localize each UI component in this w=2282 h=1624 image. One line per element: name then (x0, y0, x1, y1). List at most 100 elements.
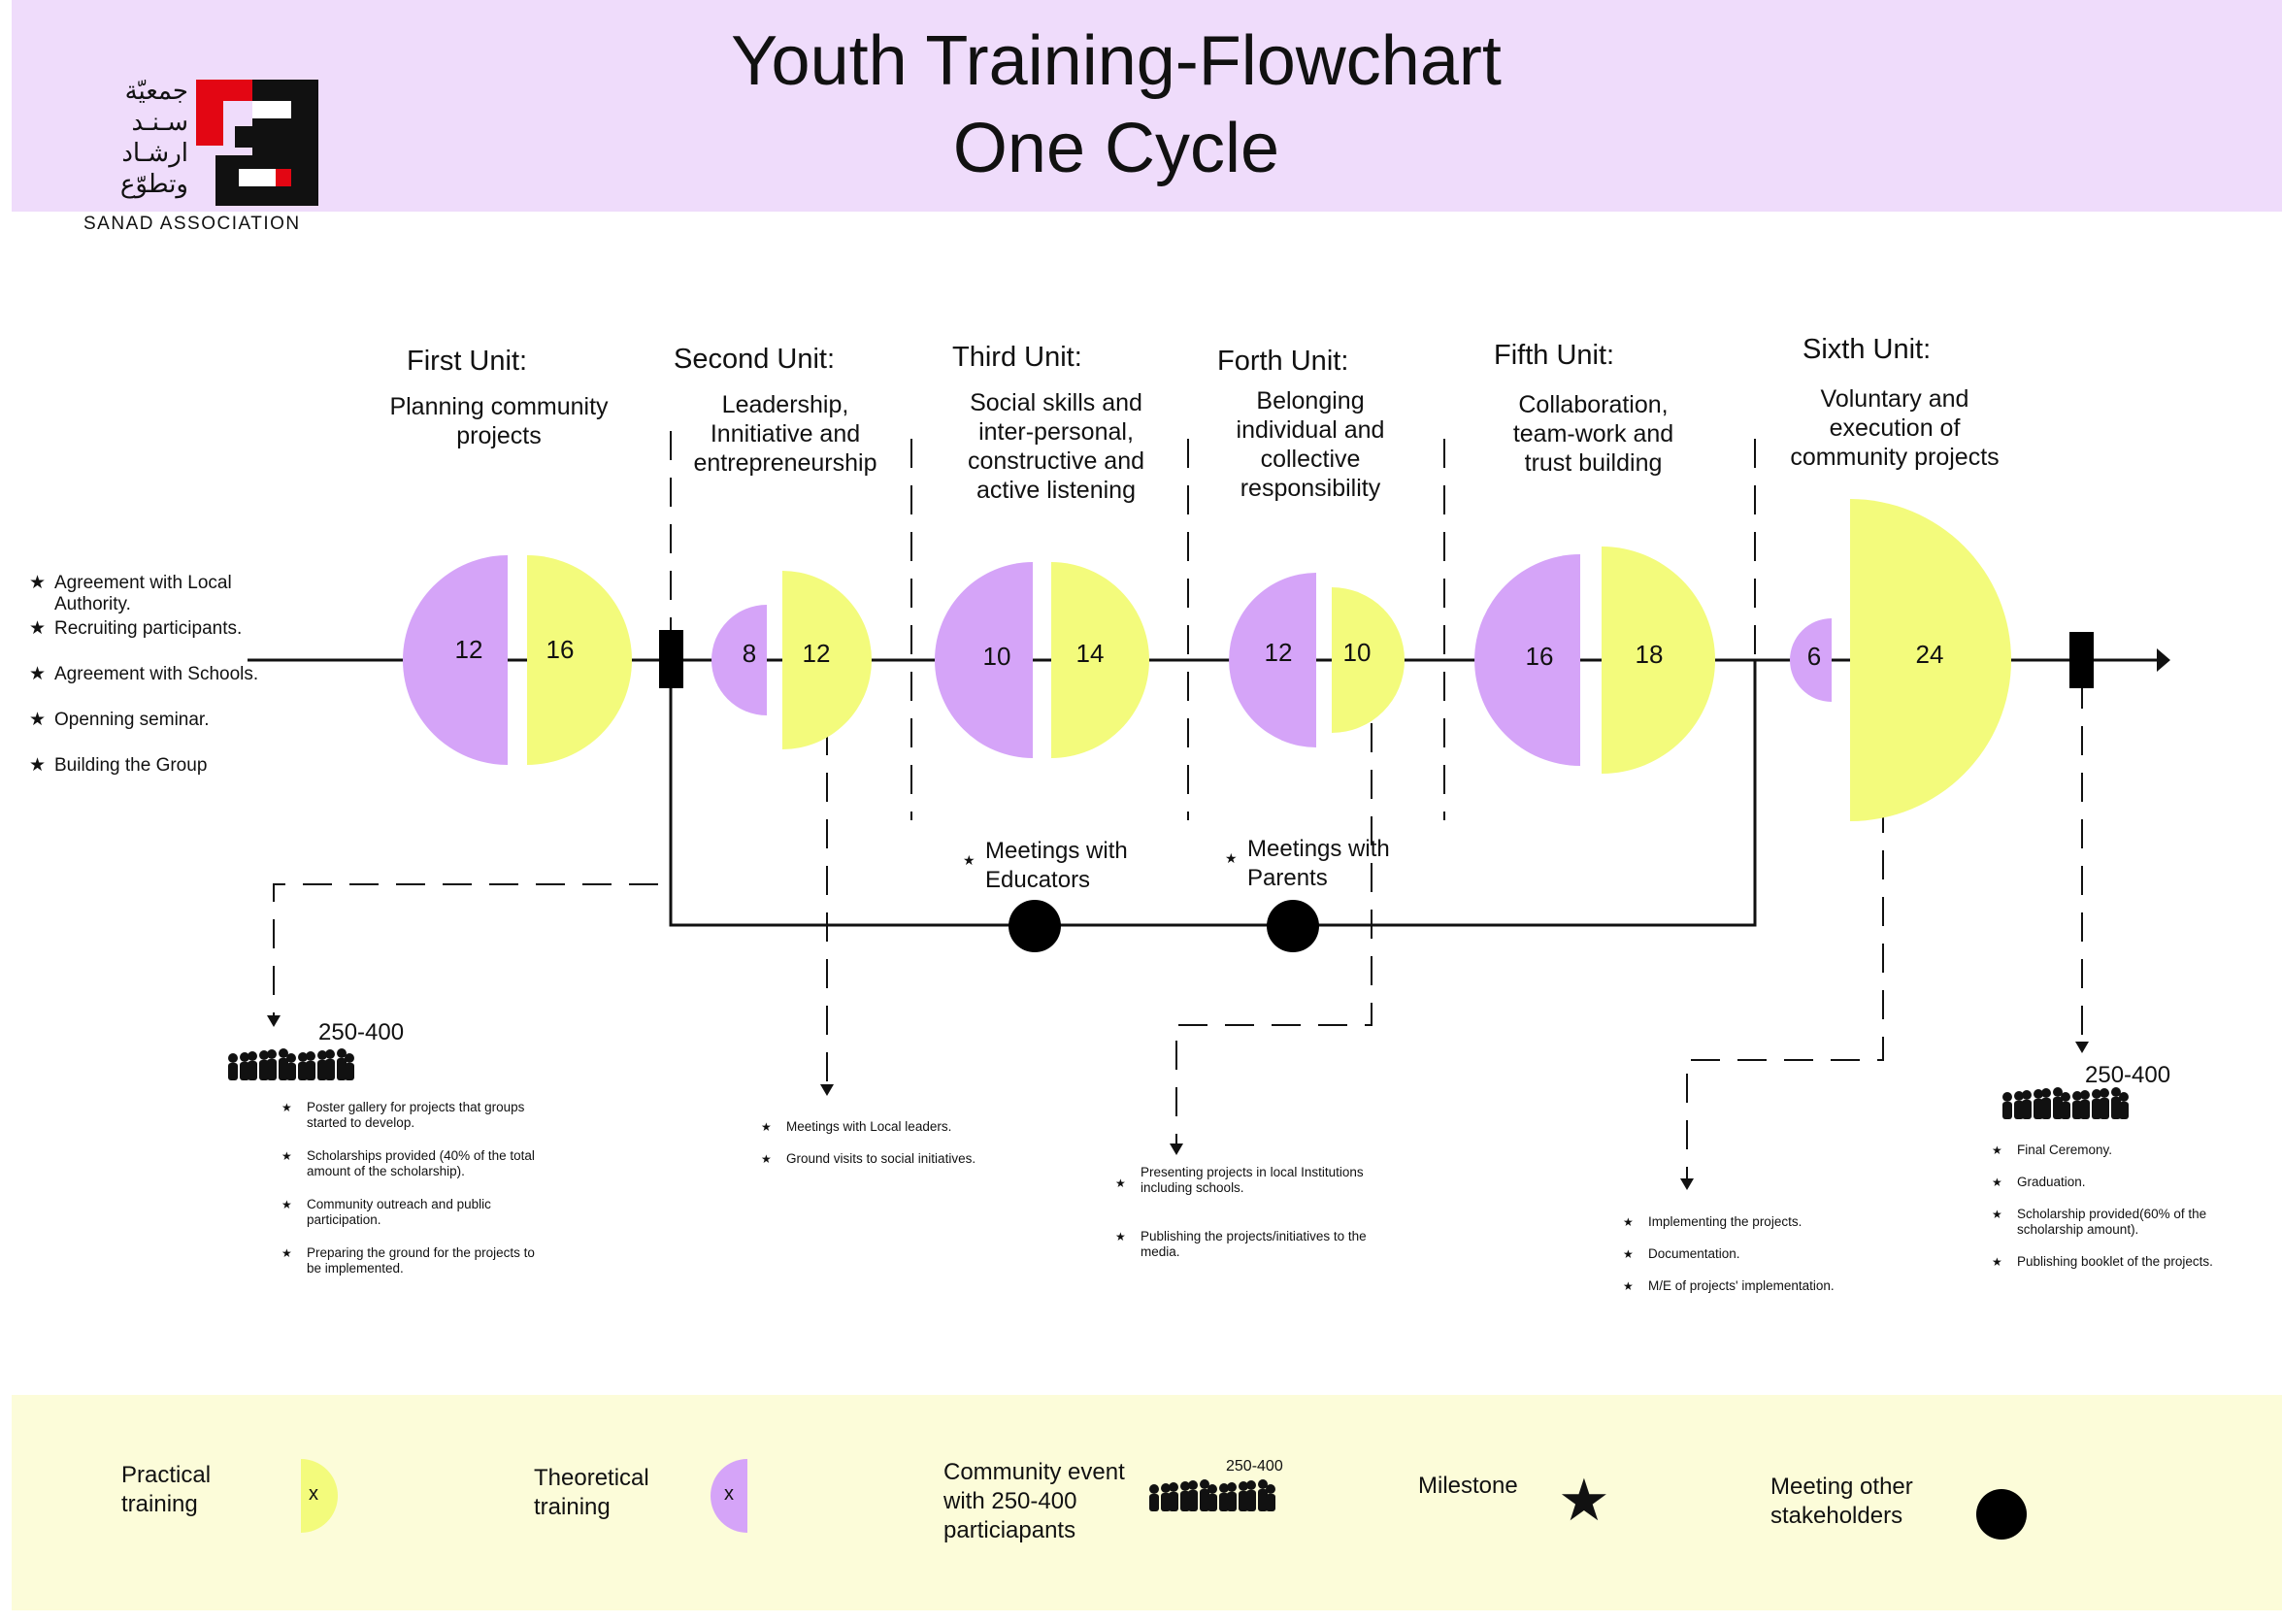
person-icon (2041, 1088, 2051, 1098)
person-icon (1239, 1491, 1248, 1511)
unit-1-theoretical-half (403, 555, 508, 765)
star-icon: ★ (281, 1101, 292, 1114)
unit-5-subtitle: Collaboration, team-work and trust build… (1512, 391, 1674, 477)
person-icon (1239, 1481, 1248, 1491)
legend-theoretical-label: Theoretical training (534, 1465, 649, 1520)
person-icon (240, 1052, 249, 1062)
person-icon (228, 1053, 238, 1063)
unit-2-theoretical-hours: 8 (742, 639, 757, 668)
star-icon: ★ (761, 1152, 772, 1166)
person-icon (306, 1061, 315, 1080)
star-icon: ★ (1992, 1176, 2002, 1189)
list-item: ★Final Ceremony. (1992, 1143, 2113, 1157)
unit-6-subtitle: Voluntary and execution of community pro… (1790, 385, 2000, 471)
unit-1-subtitle: Planning community projects (389, 393, 609, 449)
person-icon (286, 1063, 296, 1080)
final-outcome-list: ★Final Ceremony. ★Graduation. ★Scholarsh… (1992, 1143, 2225, 1270)
meeting-parents-dot-icon (1267, 900, 1319, 952)
list-item: ★Documentation. (1623, 1246, 1740, 1261)
legend-milestone-label: Milestone (1418, 1473, 1518, 1499)
legend-practical-label: Practical training (121, 1462, 212, 1517)
list-item: ★Publishing booklet of the projects. (1992, 1254, 2213, 1269)
unit-5-theoretical-hours: 16 (1525, 642, 1554, 671)
person-icon (248, 1051, 257, 1061)
legend-community-count: 250-400 (1226, 1458, 1283, 1475)
unit-4-heading: Forth Unit: (1217, 346, 1349, 377)
milestone-marker (659, 630, 683, 688)
person-icon (1246, 1480, 1256, 1490)
person-icon (2034, 1099, 2043, 1119)
person-icon (345, 1063, 354, 1080)
crowd-icon (2002, 1087, 2129, 1119)
person-icon (1219, 1483, 1229, 1493)
arrow-head-icon (820, 1084, 834, 1096)
crowd-icon (228, 1048, 354, 1080)
person-icon (337, 1048, 347, 1058)
list-item: ★Agreement with Local Authority. (29, 573, 232, 614)
person-icon (2014, 1101, 2024, 1119)
star-icon: ★ (1992, 1255, 2002, 1269)
star-icon: ★ (1225, 850, 1238, 866)
person-icon (2061, 1102, 2070, 1119)
list-item: ★Building the Group (29, 755, 208, 776)
star-icon: ★ (29, 755, 47, 776)
person-icon (1169, 1482, 1178, 1492)
logo-english-name: SANAD ASSOCIATION (83, 214, 301, 234)
person-icon (1149, 1484, 1159, 1494)
person-icon (1227, 1492, 1237, 1511)
unit-2-practical-hours: 12 (802, 639, 831, 668)
flow-connector-line (1175, 723, 1373, 1150)
legend-star-icon: ★ (1558, 1468, 1610, 1533)
arrow-head-icon (2075, 1042, 2089, 1053)
flow-connector-line (1686, 757, 1884, 1185)
person-icon (306, 1051, 315, 1061)
person-icon (2072, 1101, 2082, 1119)
list-item: ★Presenting projects in local Institutio… (1115, 1165, 1364, 1195)
star-icon: ★ (29, 573, 47, 593)
person-icon (1200, 1489, 1209, 1511)
unit-6-practical-hours: 24 (1915, 640, 1944, 669)
person-icon (267, 1049, 277, 1059)
unit-5-heading: Fifth Unit: (1494, 340, 1615, 371)
person-icon (279, 1048, 288, 1058)
first-outcome-count: 250-400 (318, 1019, 405, 1045)
start-milestone-list: ★Agreement with Local Authority. ★Recrui… (29, 573, 291, 795)
person-icon (267, 1059, 277, 1080)
arrow-head-icon (1170, 1143, 1183, 1155)
meetings-bracket-line (669, 660, 1757, 927)
person-icon (1188, 1490, 1198, 1511)
unit-6-heading: Sixth Unit: (1802, 334, 1932, 365)
unit-4-subtitle: Belonging individual and collective resp… (1236, 387, 1385, 502)
star-icon: ★ (1115, 1177, 1126, 1190)
list-item: ★Community outreach and public participa… (281, 1197, 491, 1227)
person-icon (279, 1058, 288, 1080)
star-icon: ★ (29, 664, 47, 684)
second-outcome-list: ★Meetings with Local leaders. ★Ground vi… (761, 1119, 1033, 1167)
list-item: ★Openning seminar. (29, 710, 210, 730)
logo-arabic-text: جمعيّة سـنـد ارشـاد وتطوّع (119, 77, 188, 199)
list-item: ★Recruiting participants. (29, 618, 243, 639)
unit-3-subtitle: Social skills and inter-personal, constr… (967, 389, 1145, 504)
person-icon (325, 1049, 335, 1059)
unit-5-practical-hours: 18 (1635, 640, 1664, 669)
unit-2-practical-half (782, 571, 872, 749)
sixth-outcome-list: ★Implementing the projects. ★Documentati… (1623, 1214, 1875, 1294)
person-icon (317, 1050, 327, 1060)
star-icon: ★ (29, 710, 47, 730)
unit-1-practical-half (527, 555, 632, 765)
person-icon (1180, 1491, 1190, 1511)
person-icon (1207, 1484, 1217, 1494)
person-icon (248, 1061, 257, 1080)
person-icon (1227, 1482, 1237, 1492)
legend-practical-sample: x (309, 1483, 318, 1505)
list-item: ★Meetings with Local leaders. (761, 1119, 952, 1134)
person-icon (2034, 1089, 2043, 1099)
forth-outcome-list: ★Presenting projects in local Institutio… (1115, 1165, 1397, 1260)
person-icon (259, 1060, 269, 1080)
unit-2-theoretical-half (711, 605, 767, 715)
person-icon (2002, 1092, 2012, 1102)
unit-1-practical-hours: 16 (546, 635, 575, 664)
person-icon (1169, 1492, 1178, 1511)
meetings-educators: ★ Meetings with Educators (963, 837, 1147, 895)
